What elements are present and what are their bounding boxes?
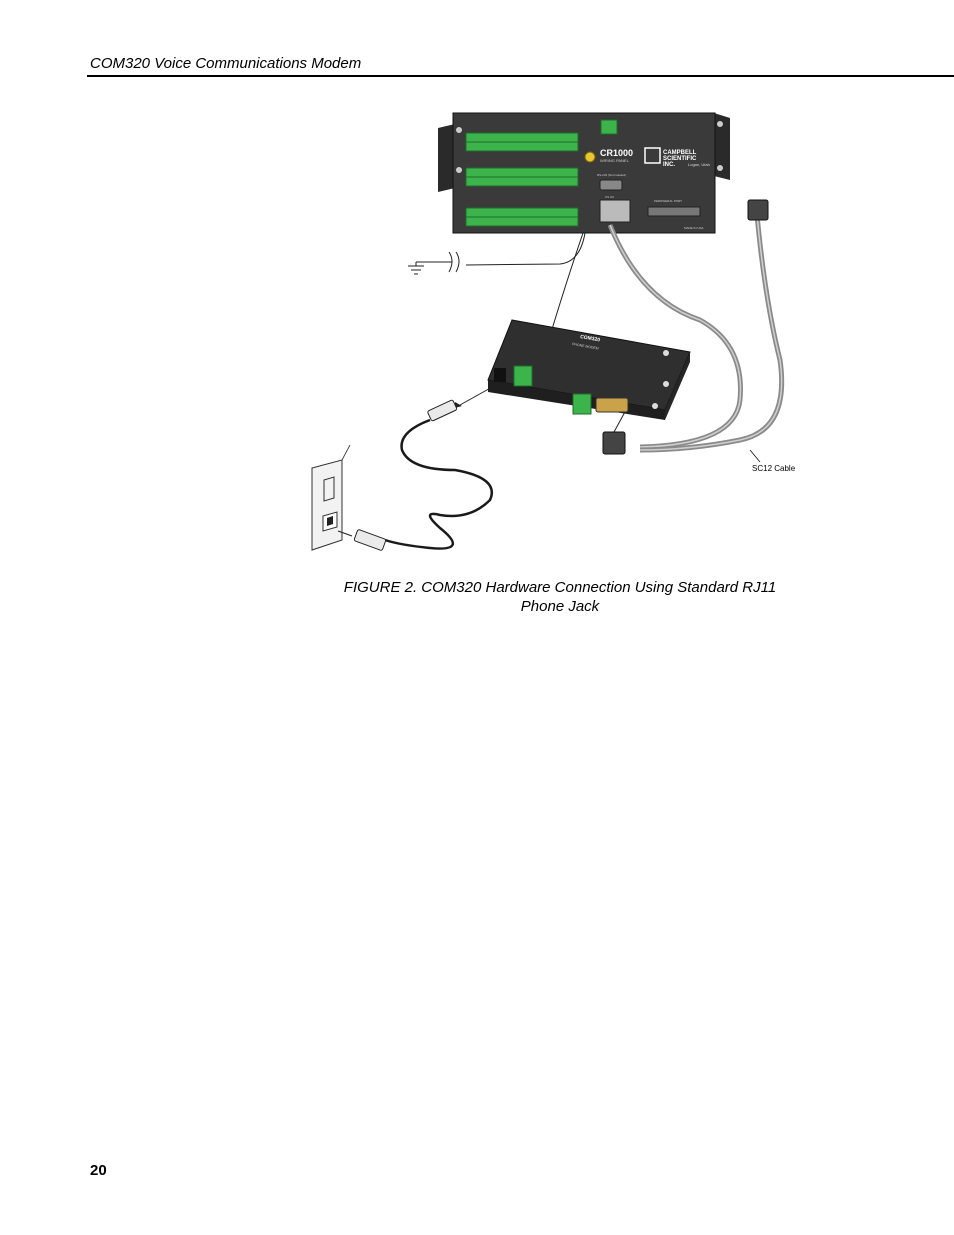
campbell-logo-icon xyxy=(644,147,661,164)
rj11-plug-wall xyxy=(353,529,387,551)
ground-icon xyxy=(408,262,424,275)
header-rule xyxy=(87,75,954,77)
sc12-connector-modem xyxy=(602,431,626,455)
com320-modem: COM320 PHONE MODEM xyxy=(487,319,691,420)
terminal-block-row-3 xyxy=(465,207,579,227)
modem-label: COM320 xyxy=(580,334,601,343)
brand-line-2: SCIENTIFIC xyxy=(663,156,697,162)
page-number: 20 xyxy=(90,1162,107,1179)
caption-line-2: Phone Jack xyxy=(520,598,600,615)
modem-db9-port xyxy=(595,397,629,413)
brand-location: Logan, Utah xyxy=(688,162,710,167)
csio-label: CS I/O xyxy=(605,195,615,199)
earth-ground xyxy=(408,232,586,275)
modem-rj11-port xyxy=(494,368,506,382)
modem-sub-label: PHONE MODEM xyxy=(572,342,599,351)
page-header-title: COM320 Voice Communications Modem xyxy=(90,55,362,72)
caption-line-1: FIGURE 2. COM320 Hardware Connection Usi… xyxy=(343,579,777,596)
modem-terminal-block-1 xyxy=(513,365,533,387)
cr1000-sub-label: WIRING PANEL xyxy=(600,158,630,163)
peripheral-port-label: PERIPHERAL PORT xyxy=(654,199,682,203)
brand-line-1: CAMPBELL xyxy=(663,150,697,156)
figure-caption: FIGURE 2. COM320 Hardware Connection Usi… xyxy=(300,578,820,616)
hardware-connection-figure: CR1000 WIRING PANEL CAMPBELL SCIENTIFIC … xyxy=(311,112,796,551)
cr1000-datalogger: CR1000 WIRING PANEL CAMPBELL SCIENTIFIC … xyxy=(438,112,730,234)
csio-port xyxy=(599,199,631,223)
made-in-label: MADE IN USA xyxy=(684,226,704,230)
rj11-plug-modem xyxy=(427,399,458,422)
wall-phone-jack xyxy=(311,444,353,551)
terminal-block-row-1 xyxy=(465,132,579,152)
terminal-block-row-2 xyxy=(465,167,579,187)
phone-cord xyxy=(353,385,495,551)
sc12-connector-top xyxy=(747,199,769,221)
rs232-label: RS-232 (Not Isolated) xyxy=(597,173,626,177)
sc12-cable-label: SC12 Cable xyxy=(752,464,796,473)
peripheral-port xyxy=(647,206,701,217)
sc12-cable xyxy=(602,199,785,455)
cr1000-label: CR1000 xyxy=(600,148,633,158)
modem-terminal-block-2 xyxy=(572,393,592,415)
rs232-port xyxy=(599,179,623,191)
brand-line-3: INC. xyxy=(663,162,675,168)
